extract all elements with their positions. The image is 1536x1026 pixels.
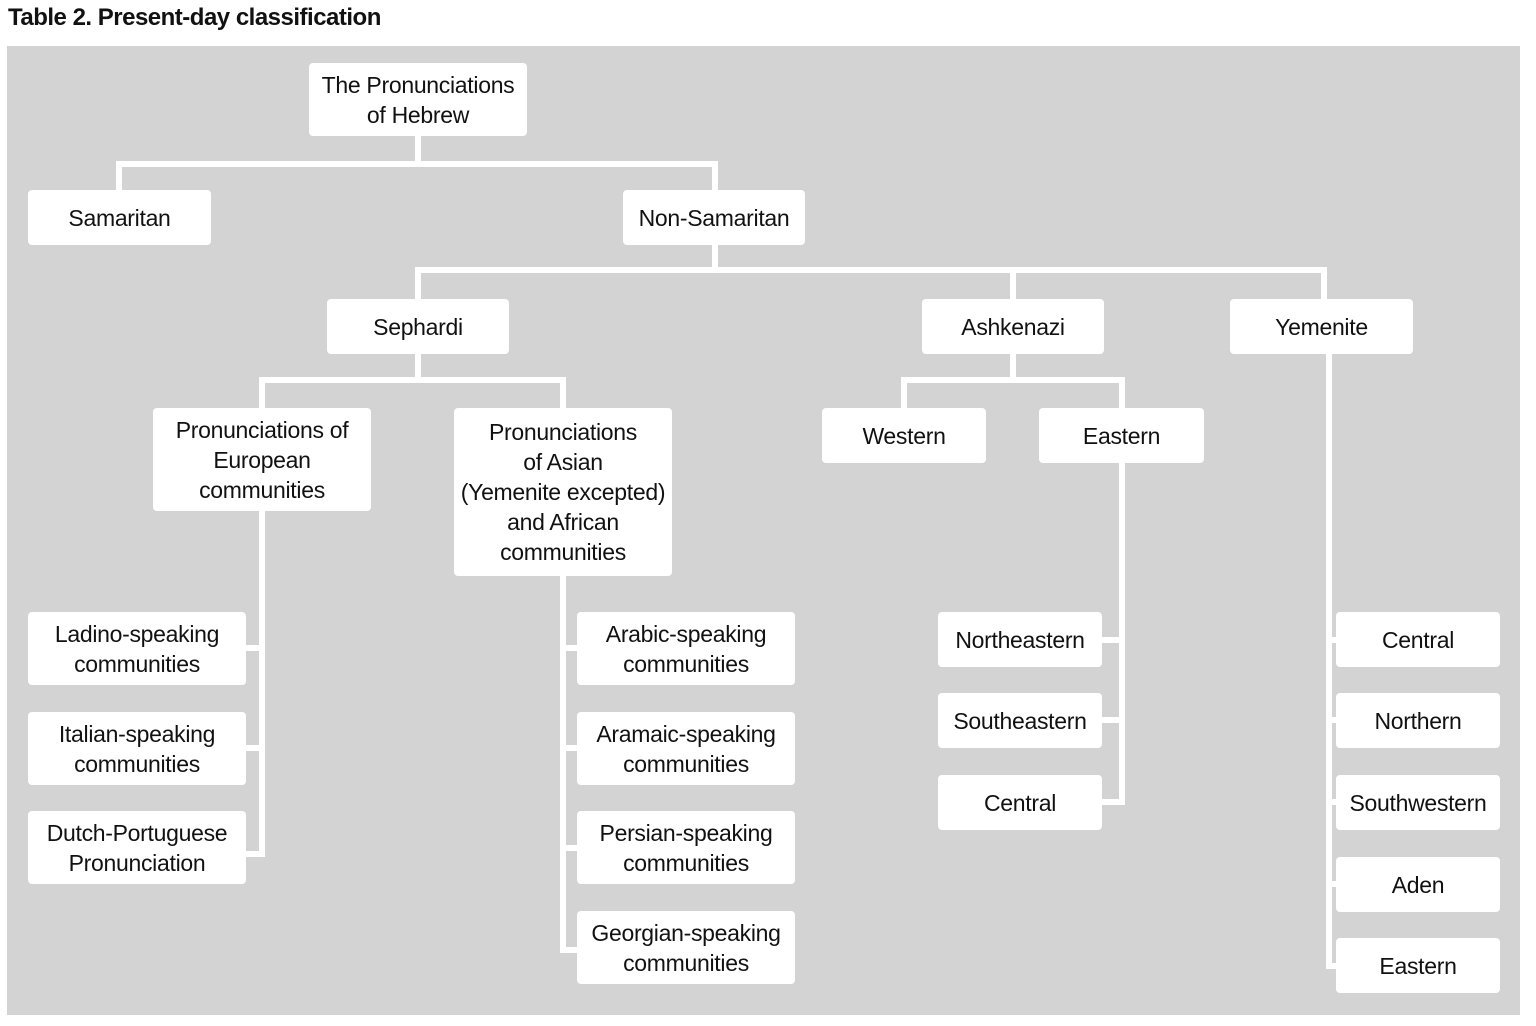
node-yemenite-central: Central: [1336, 612, 1500, 667]
connector-yemenite: [1326, 351, 1339, 969]
connector-eastern: [1099, 460, 1125, 805]
node-southwestern: Southwestern: [1336, 775, 1500, 830]
node-yemenite-eastern: Eastern: [1336, 938, 1500, 993]
node-yemenite: Yemenite: [1230, 299, 1413, 354]
connector-european: [243, 508, 265, 857]
node-northeastern: Northeastern: [938, 612, 1102, 667]
node-aden: Aden: [1336, 857, 1500, 912]
diagram-title: Table 2. Present-day classification: [8, 4, 381, 31]
connector-sephardi: [259, 351, 566, 411]
connector-asian: [560, 573, 581, 953]
connector-ashkenazi: [901, 351, 1125, 411]
connector-non-samaritan: [415, 242, 1327, 302]
node-samaritan: Samaritan: [28, 190, 211, 245]
node-eastern: Eastern: [1039, 408, 1204, 463]
connector-root: [116, 134, 718, 193]
node-southeastern: Southeastern: [938, 693, 1102, 748]
node-sephardi: Sephardi: [327, 299, 509, 354]
node-northern: Northern: [1336, 693, 1500, 748]
node-ashkenazi-central: Central: [938, 775, 1102, 830]
node-western: Western: [822, 408, 986, 463]
node-ashkenazi: Ashkenazi: [922, 299, 1104, 354]
node-non-samaritan: Non-Samaritan: [623, 190, 805, 245]
